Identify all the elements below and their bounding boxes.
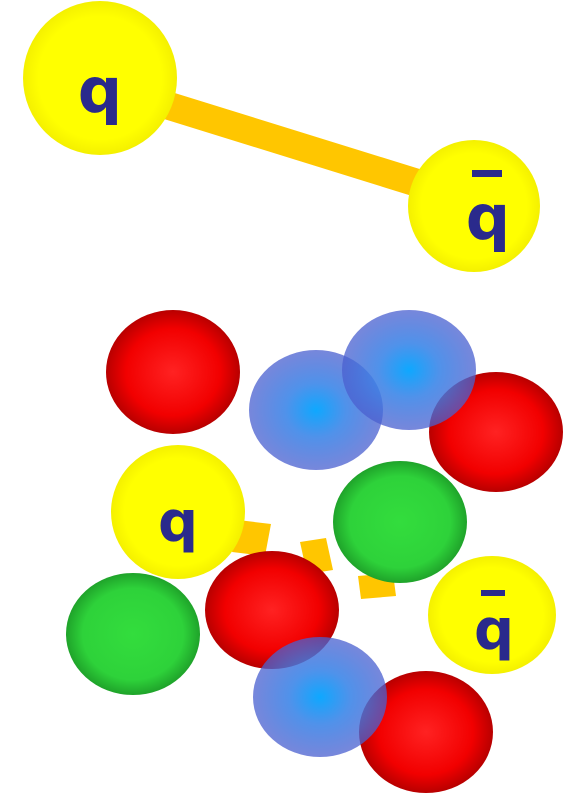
green-ball-left bbox=[66, 573, 200, 695]
antiquark-top-bar bbox=[472, 170, 502, 177]
quark-bottom-ball bbox=[111, 445, 245, 579]
antiquark-bottom: q bbox=[428, 556, 556, 674]
antiquark-top: q bbox=[408, 140, 540, 272]
blue-ball-right bbox=[342, 310, 476, 430]
quark-top-label: q bbox=[78, 54, 122, 127]
red-ball-bottom bbox=[359, 671, 493, 793]
quark-top-ball bbox=[23, 1, 177, 155]
quark-bottom: q bbox=[111, 445, 245, 579]
antiquark-top-ball bbox=[408, 140, 540, 272]
color-flux-string bbox=[145, 86, 445, 204]
quark-top: q bbox=[23, 1, 177, 155]
antiquark-top-label: q bbox=[466, 181, 510, 254]
antiquark-bottom-bar bbox=[481, 590, 505, 596]
antiquark-bottom-ball bbox=[428, 556, 556, 674]
quark-bottom-label: q bbox=[158, 490, 198, 555]
antiquark-bottom-label: q bbox=[474, 598, 514, 663]
green-ball-middle bbox=[333, 461, 467, 583]
blue-ball-bottom bbox=[253, 637, 387, 757]
red-ball-upper-left bbox=[106, 310, 240, 434]
